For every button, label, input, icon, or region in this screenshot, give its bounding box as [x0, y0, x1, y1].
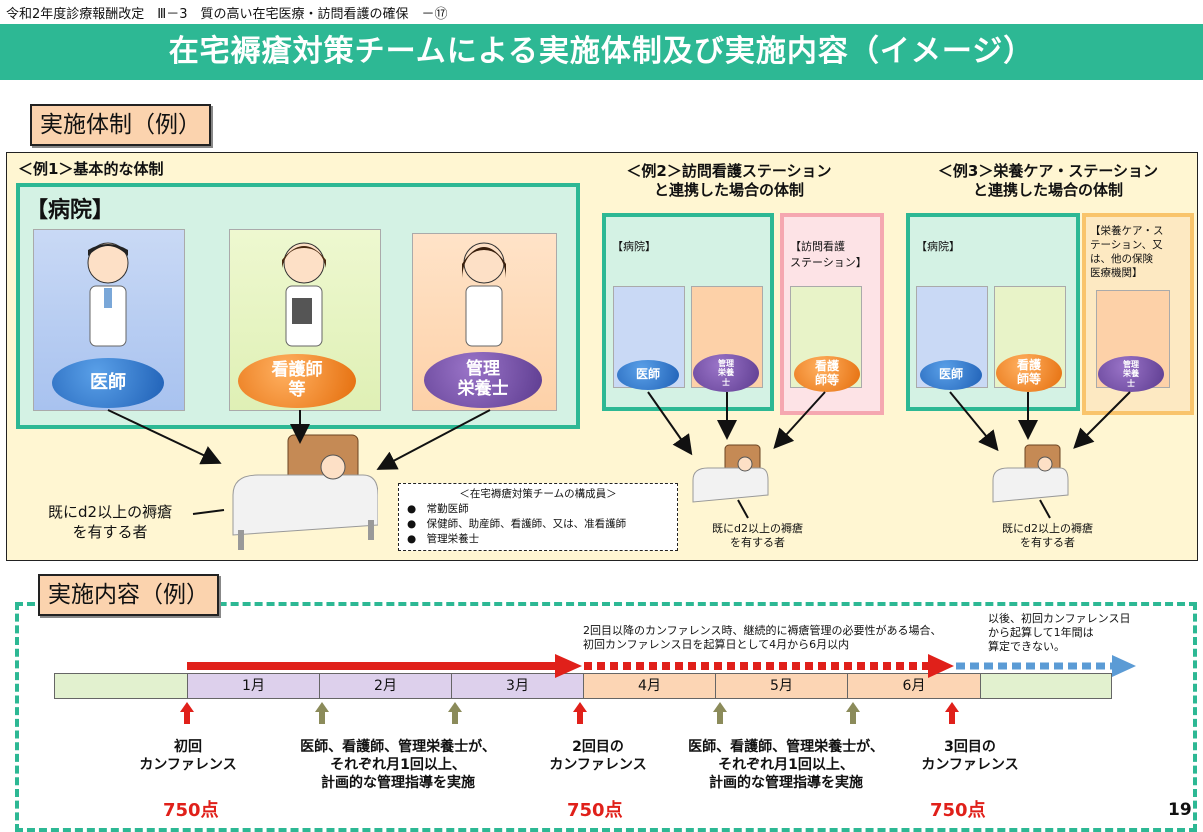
example3-hospital-label: 【病院】 — [916, 240, 960, 253]
patient-bed-icon — [232, 434, 378, 550]
doctor-figure-icon — [87, 242, 129, 347]
nurse-figure-icon — [282, 242, 326, 347]
role-dietitian-oval: 管理 栄養士 — [424, 352, 542, 408]
ex2-role-dietitian: 管理 栄養 士 — [693, 354, 759, 392]
timeline-month-4: 4月 — [583, 673, 716, 699]
ex2-role-doctor: 医師 — [617, 360, 679, 390]
first-conference-label: 初回 カンファレンス — [139, 739, 237, 773]
team-members-title: ＜在宅褥瘡対策チームの構成員＞ — [459, 488, 617, 500]
example1-title: ＜例1＞基本的な体制 — [18, 160, 164, 178]
guidance-label-1: 医師、看護師、管理栄養士が、 それぞれ月1回以上、 計画的な管理指導を実施 — [300, 739, 496, 791]
example1-patient-label: 既にd2以上の褥瘡 を有する者 — [48, 503, 173, 541]
team-member-item: ● 管理栄養士 — [407, 533, 480, 545]
example2-hospital-label: 【病院】 — [612, 240, 656, 253]
page-number: 19 — [1168, 800, 1192, 820]
timeline-month-6: 6月 — [847, 673, 981, 699]
role-nurse-oval: 看護師 等 — [238, 354, 356, 408]
ex3-role-dietitian: 管理 栄養 士 — [1098, 356, 1164, 392]
points-third: 750点 — [930, 800, 986, 821]
role-doctor-oval: 医師 — [52, 358, 164, 408]
example2-patient-label: 既にd2以上の褥瘡 を有する者 — [712, 522, 803, 549]
timeline-month-5: 5月 — [715, 673, 848, 699]
page-title: 在宅褥瘡対策チームによる実施体制及び実施内容（イメージ） — [0, 24, 1203, 80]
timeline-before — [54, 673, 188, 699]
ex3-role-nurse: 看護 師等 — [996, 354, 1062, 392]
example3-title: ＜例3＞栄養ケア・ステーション と連携した場合の体制 — [937, 162, 1159, 199]
guidance-label-2: 医師、看護師、管理栄養士が、 それぞれ月1回以上、 計画的な管理指導を実施 — [688, 739, 884, 791]
timeline-month-1: 1月 — [187, 673, 320, 699]
section-label-structure: 実施体制（例） — [30, 104, 211, 146]
timeline-month-2: 2月 — [319, 673, 452, 699]
section-label-content: 実施内容（例） — [38, 574, 219, 616]
example2-station-label: 【訪問看護 ステーション】 — [790, 240, 867, 269]
ex2-role-nurse: 看護 師等 — [794, 356, 860, 392]
team-member-item: ● 常勤医師 — [407, 503, 469, 515]
timeline-note-right: 以後、初回カンファレンス日 から起算して1年間は 算定できない。 — [988, 612, 1131, 653]
timeline-month-3: 3月 — [451, 673, 584, 699]
content-timeline-box — [15, 602, 1197, 832]
example2-title: ＜例2＞訪問看護ステーション と連携した場合の体制 — [626, 162, 832, 199]
team-member-item: ● 保健師、助産師、看護師、又は、准看護師 — [407, 518, 627, 530]
timeline-note-mid: 2回目以降のカンファレンス時、継続的に褥瘡管理の必要性がある場合、 初回カンファ… — [583, 624, 942, 651]
ex3-patient-bed-icon — [992, 444, 1069, 503]
ex2-patient-bed-icon — [692, 444, 769, 503]
example3-patient-label: 既にd2以上の褥瘡 を有する者 — [1002, 522, 1093, 549]
example3-station-label: 【栄養ケア・ス テーション、又 は、他の保険 医療機関】 — [1090, 225, 1164, 279]
third-conference-label: 3回目の カンファレンス — [921, 739, 1019, 773]
second-conference-label: 2回目の カンファレンス — [549, 739, 647, 773]
dietitian-figure-icon — [462, 242, 506, 347]
timeline-after — [980, 673, 1112, 699]
example1-hospital-label: 【病院】 — [26, 198, 115, 223]
ex3-role-doctor: 医師 — [920, 360, 982, 390]
points-second: 750点 — [567, 800, 623, 821]
header-text: 令和2年度診療報酬改定 Ⅲ－3 質の高い在宅医療・訪問看護の確保 －⑰ — [6, 7, 448, 22]
points-first: 750点 — [163, 800, 219, 821]
team-members-box: ＜在宅褥瘡対策チームの構成員＞ ● 常勤医師 ● 保健師、助産師、看護師、又は、… — [398, 483, 678, 551]
